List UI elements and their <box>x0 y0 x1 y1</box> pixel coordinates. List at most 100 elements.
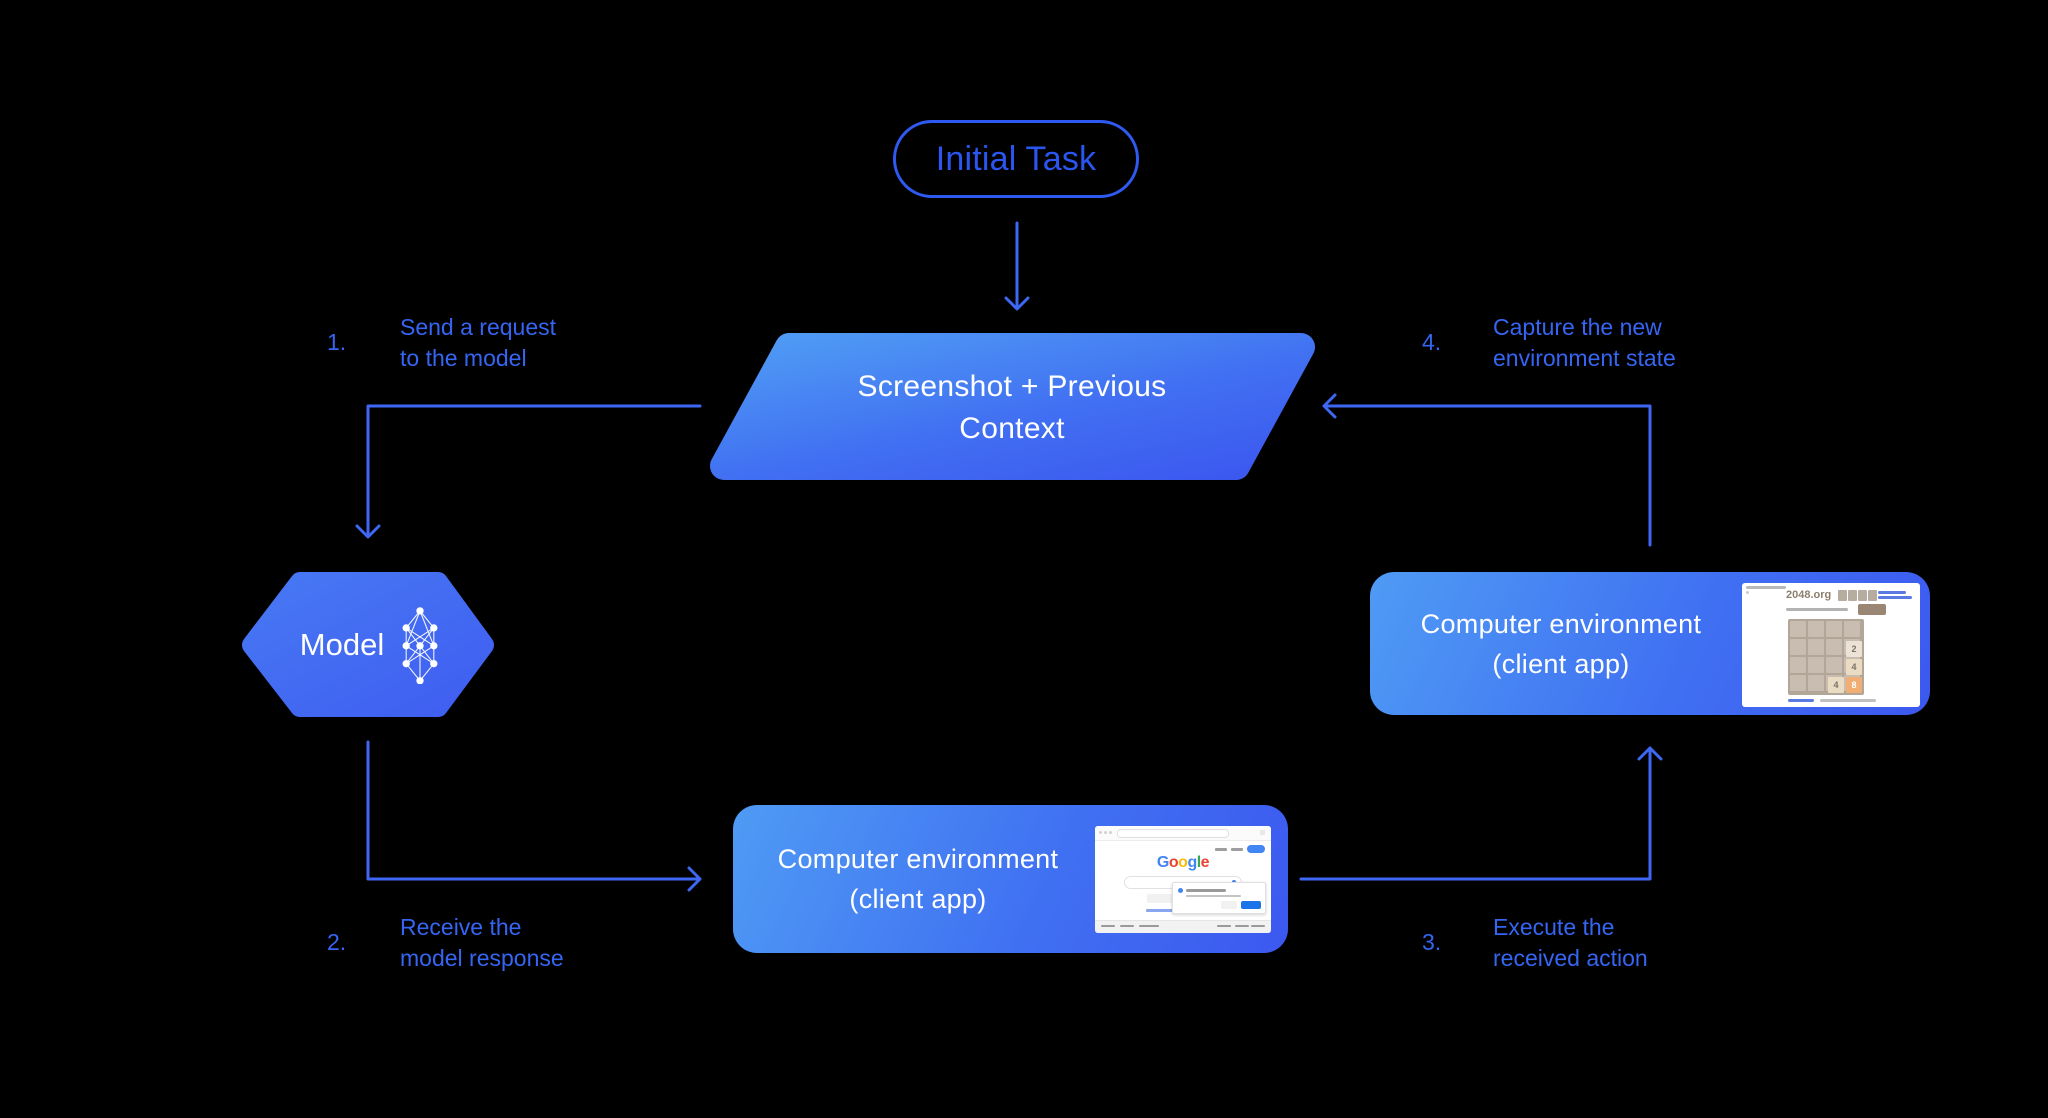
env-bottom-line2: (client app) <box>849 884 987 914</box>
blurred-text-bar <box>1251 925 1265 927</box>
step-label-1: 1. Send a request to the model <box>327 312 556 374</box>
model-node-content: Model <box>250 580 490 710</box>
grid-cell <box>1808 657 1824 673</box>
screenshot-context-label: Screenshot + Previous Context <box>812 366 1212 450</box>
mini-screenshot-2048-game: 2048.org 2 4 4 8 <box>1742 583 1920 707</box>
grid-cell <box>1808 621 1824 637</box>
grid-cell <box>1808 675 1824 691</box>
mini-dialog-primary-button <box>1241 901 1261 909</box>
blurred-text-bar <box>1786 608 1848 611</box>
step-label-4: 4. Capture the new environment state <box>1422 312 1676 374</box>
computer-environment-bottom-label: Computer environment (client app) <box>753 839 1083 919</box>
grid-cell <box>1844 621 1860 637</box>
neural-network-icon <box>402 607 438 684</box>
blurred-text-bar <box>1820 699 1876 702</box>
computer-environment-node-right: Computer environment (client app) 2048.o… <box>1370 572 1930 715</box>
mini-2048-score-boxes <box>1838 590 1877 601</box>
env-right-line1: Computer environment <box>1420 608 1702 639</box>
step-3-text: Execute the received action <box>1493 912 1648 974</box>
mini-dialog-icon <box>1178 888 1183 893</box>
blurred-text-bar <box>1231 847 1243 851</box>
arrow-initial-task-to-screenshot <box>1004 221 1030 311</box>
tile-4: 4 <box>1846 659 1862 675</box>
initial-task-label: Initial Task <box>935 139 1097 178</box>
mini-2048-board: 2 4 4 8 <box>1788 619 1864 695</box>
blurred-text-bar <box>1235 925 1249 927</box>
mini-new-game-button <box>1858 604 1886 615</box>
mini-extension-icon <box>1260 830 1265 835</box>
blurred-link-bar <box>1878 596 1912 599</box>
step-1-number: 1. <box>327 329 347 355</box>
grid-cell <box>1826 621 1842 637</box>
model-label: Model <box>299 627 385 662</box>
grid-cell <box>1826 657 1842 673</box>
step-3-number: 3. <box>1422 929 1442 955</box>
step-2-line1: Receive the <box>400 914 522 940</box>
blurred-link-bar <box>1878 591 1906 594</box>
computer-environment-right-label: Computer environment (client app) <box>1386 604 1736 684</box>
arrow-step4-environment-to-screenshot <box>1322 393 1652 547</box>
step-4-number: 4. <box>1422 329 1442 355</box>
blurred-text-bar <box>1746 586 1786 589</box>
window-dot <box>1109 831 1112 834</box>
mini-url-bar <box>1117 829 1229 838</box>
arrow-step3-environment-to-environment <box>1299 746 1663 881</box>
mini-search-button <box>1146 894 1180 903</box>
grid-cell <box>1826 639 1842 655</box>
tile-8: 8 <box>1846 677 1862 693</box>
mini-dialog-secondary-button <box>1221 901 1237 909</box>
initial-task-node: Initial Task <box>893 120 1139 198</box>
step-3-line1: Execute the <box>1493 914 1615 940</box>
step-label-2: 2. Receive the model response <box>327 912 564 974</box>
step-2-line2: model response <box>400 945 564 971</box>
screenshot-context-line1: Screenshot + Previous <box>857 370 1167 403</box>
step-1-line1: Send a request <box>400 314 557 340</box>
score-box <box>1848 590 1857 601</box>
grid-cell <box>1790 675 1806 691</box>
env-bottom-line1: Computer environment <box>777 844 1059 874</box>
grid-cell <box>1790 639 1806 655</box>
mini-footer-bar <box>1095 920 1271 933</box>
window-dot <box>1099 831 1102 834</box>
blurred-link-bar <box>1788 699 1814 702</box>
blurred-text-bar <box>1146 909 1192 912</box>
step-2-text: Receive the model response <box>400 912 564 974</box>
mini-dialog-buttons <box>1221 901 1261 909</box>
step-1-line2: to the model <box>400 345 527 371</box>
step-2-number: 2. <box>327 929 347 955</box>
mini-screenshot-google-search: Google <box>1095 826 1271 933</box>
tile-2: 2 <box>1846 641 1862 657</box>
blurred-text-bar <box>1120 925 1134 927</box>
step-1-text: Send a request to the model <box>400 312 556 374</box>
screenshot-context-node-shape <box>710 333 1315 480</box>
env-right-line2: (client app) <box>1492 648 1630 679</box>
mini-dialog <box>1172 882 1266 914</box>
step-4-text: Capture the new environment state <box>1493 312 1676 374</box>
blurred-text-bar <box>1186 889 1226 892</box>
arrow-step2-model-to-environment <box>366 740 702 892</box>
arrow-step1-screenshot-to-model <box>355 404 702 539</box>
blurred-text-bar <box>1139 925 1159 927</box>
grid-cell <box>1790 657 1806 673</box>
blurred-text-bar <box>1215 847 1227 851</box>
grid-cell <box>1790 621 1806 637</box>
grid-cell <box>1808 639 1824 655</box>
blurred-text-bar <box>1217 925 1231 927</box>
score-box <box>1858 590 1867 601</box>
window-dot <box>1104 831 1107 834</box>
step-4-line1: Capture the new <box>1493 314 1662 340</box>
step-label-3: 3. Execute the received action <box>1422 912 1648 974</box>
score-box <box>1868 590 1877 601</box>
mini-browser-toolbar <box>1095 826 1271 841</box>
blurred-text-bar <box>1186 895 1241 897</box>
mini-google-logo: Google <box>1156 854 1210 871</box>
model-node-shape <box>242 572 494 717</box>
computer-environment-node-bottom: Computer environment (client app) Google <box>733 805 1288 953</box>
step-4-line2: environment state <box>1493 345 1676 371</box>
mini-favicon <box>1746 591 1749 594</box>
score-box <box>1838 590 1847 601</box>
mini-2048-title: 2048.org <box>1786 589 1832 601</box>
blurred-text-bar <box>1101 925 1115 927</box>
